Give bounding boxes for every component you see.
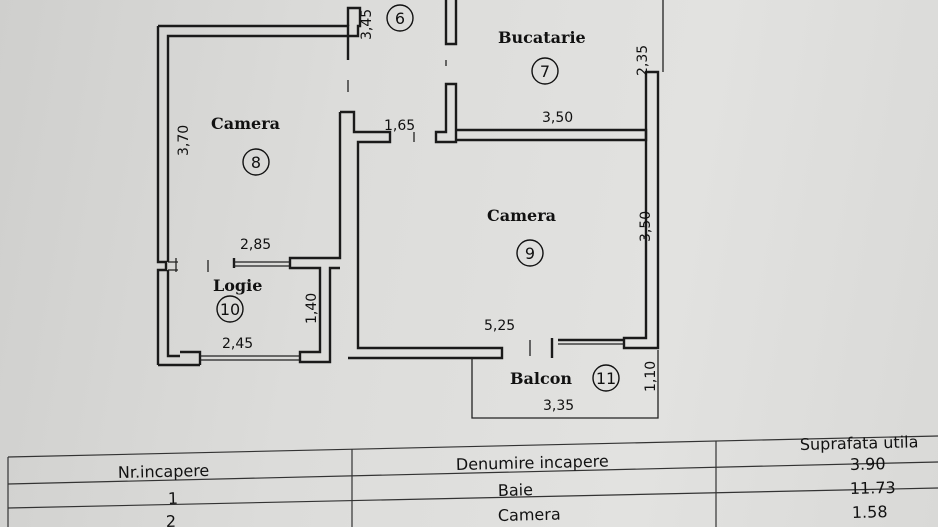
room-number: 10 <box>220 300 240 319</box>
area-table: Nr.incapere Denumire incapere Suprafata … <box>7 432 938 527</box>
dim-label: 1,40 <box>304 293 320 324</box>
room-number: 11 <box>596 369 616 388</box>
room-number: 7 <box>540 62 550 81</box>
table-header-nr: Nr.incapere <box>118 461 210 482</box>
table-cell: Camera <box>498 505 561 525</box>
room-name-7: Bucatarie <box>498 28 586 47</box>
room-number-circle <box>531 57 559 85</box>
room-name-11: Balcon <box>510 369 572 388</box>
table-cell: Baie <box>498 480 534 500</box>
room-labels: Bucatarie Camera Camera Logie Balcon <box>211 28 586 388</box>
room-number-circle <box>516 239 544 267</box>
dim-label: 3,45 <box>359 9 375 40</box>
dim-label: 2,45 <box>222 336 253 352</box>
room-name-10: Logie <box>213 276 262 295</box>
room-number: 8 <box>251 153 261 172</box>
room-number: 9 <box>525 244 535 263</box>
table-cell: 2 <box>166 512 177 527</box>
room-name-8: Camera <box>211 114 280 133</box>
table-cell: 3.90 <box>850 454 886 474</box>
dimension-labels: 3,45 2,35 3,70 1,65 3,50 3,50 2,85 1,40 … <box>176 9 659 414</box>
room-numbers: 6 7 8 9 10 11 <box>216 4 620 392</box>
table-header-name: Denumire incapere <box>456 452 609 474</box>
dim-label: 3,35 <box>543 398 574 414</box>
room-number-circle <box>592 364 620 392</box>
room-number-circle <box>216 295 244 323</box>
dim-label: 3,50 <box>542 110 573 126</box>
walls <box>156 0 664 419</box>
table-cell: 1 <box>168 489 179 508</box>
room-number: 6 <box>395 9 405 28</box>
dim-label: 5,25 <box>484 318 515 334</box>
dim-label: 3,50 <box>638 211 654 242</box>
dim-label: 3,70 <box>176 125 192 156</box>
room-name-9: Camera <box>487 206 556 225</box>
room-number-circle <box>386 4 414 32</box>
table-header-area: Suprafata utila <box>800 432 919 454</box>
dim-label: 1,65 <box>384 118 415 134</box>
table-cell: 11.73 <box>850 478 896 498</box>
dim-label: 2,85 <box>240 237 271 253</box>
dim-label: 2,35 <box>635 45 651 76</box>
room-number-circle <box>242 148 270 176</box>
dim-label: 1,10 <box>643 361 659 392</box>
table-cell: 1.58 <box>852 502 888 522</box>
